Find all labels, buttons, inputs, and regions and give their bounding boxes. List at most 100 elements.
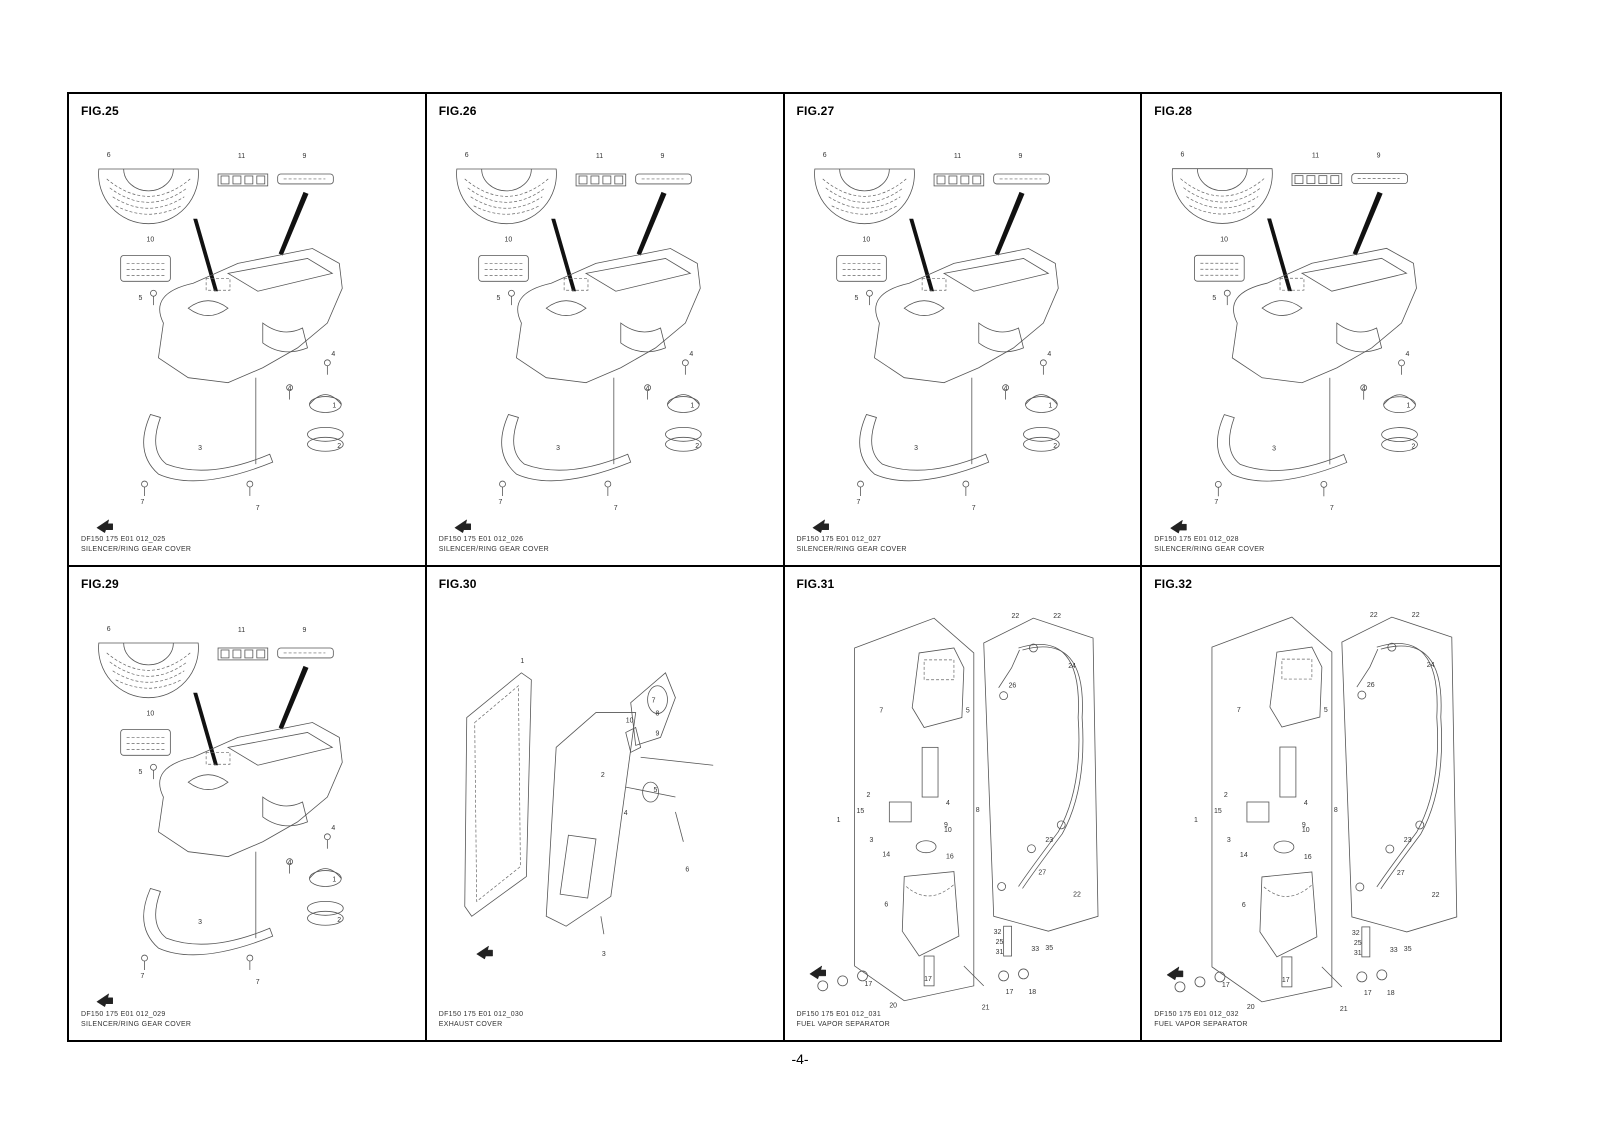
part-callout-number: 4 xyxy=(331,351,335,358)
front-arrow-icon xyxy=(454,519,471,534)
part-callout-number: 7 xyxy=(1237,707,1241,714)
decal-fan-text xyxy=(828,196,900,209)
grommet-dome xyxy=(309,394,342,405)
front-arrow-shape xyxy=(96,993,113,1008)
decal-fan-inner xyxy=(1197,168,1248,191)
front-arrow-shape xyxy=(454,519,471,534)
warning-label xyxy=(575,173,626,187)
part-callout-number: 11 xyxy=(596,153,603,160)
bracket xyxy=(1246,801,1270,823)
caution-label xyxy=(835,255,887,282)
part-callout-number: 15 xyxy=(856,808,864,815)
product-label xyxy=(635,173,692,185)
part-callout-number: 14 xyxy=(882,852,890,859)
warning-label-icon xyxy=(1318,175,1328,185)
bolt xyxy=(865,289,873,297)
figure-code: DF150 175 E01 012_032 xyxy=(1154,1011,1239,1018)
bolt-short xyxy=(674,811,684,842)
fitting xyxy=(1376,969,1388,981)
part-callout-number: 17 xyxy=(924,976,932,983)
warning-label-icon xyxy=(1330,175,1340,185)
silencer-duct xyxy=(977,322,1024,353)
part-callout-number: 11 xyxy=(238,153,245,160)
front-arrow-icon xyxy=(475,945,493,960)
warning-label-icon xyxy=(232,175,242,185)
part-callout-number: 7 xyxy=(614,505,618,512)
part-callout-number: 5 xyxy=(139,769,143,776)
part-callout-number: 6 xyxy=(884,901,888,908)
part-callout-number: 1 xyxy=(836,817,840,824)
part-callout-number: 25 xyxy=(1354,940,1362,947)
silencer-cover xyxy=(158,722,343,858)
part-callout-number: 10 xyxy=(625,718,633,725)
decal-fan-text xyxy=(1180,178,1265,197)
part-callout-number: 1 xyxy=(332,403,336,410)
part-callout-number: 24 xyxy=(1068,663,1076,670)
part-callout-number: 1 xyxy=(1048,403,1052,410)
warning-label-icon xyxy=(256,175,266,185)
warning-label-icon xyxy=(936,175,945,185)
part-callout-number: 4 xyxy=(1047,351,1051,358)
part-callout-number: 21 xyxy=(981,1005,989,1012)
part-callout-number: 6 xyxy=(685,867,689,874)
part-callout-number: 2 xyxy=(337,917,341,924)
decal-fan xyxy=(1172,168,1273,224)
decal-fan-text xyxy=(109,661,188,677)
part-callout-number: 10 xyxy=(504,237,512,244)
part-callout-number: 31 xyxy=(1354,950,1362,957)
figure-title: FIG.27 xyxy=(796,104,835,118)
silencer-intake xyxy=(545,300,587,316)
gasket-ring xyxy=(1273,840,1295,854)
separator-tank xyxy=(1259,871,1318,958)
part-callout-number: 8 xyxy=(1334,807,1338,814)
part-callout-number: 9 xyxy=(1018,153,1022,160)
leader-wedge xyxy=(278,665,309,730)
part-callout-number: 5 xyxy=(496,295,500,302)
part-callout-number: 27 xyxy=(1038,870,1046,877)
hose-clamp xyxy=(1415,820,1425,830)
caution-label xyxy=(120,729,171,756)
bolt xyxy=(1320,480,1328,488)
warning-label-icon xyxy=(256,649,266,659)
figure-code: DF150 175 E01 012_027 xyxy=(796,536,882,543)
return-hose xyxy=(997,649,1020,688)
warning-label-icon xyxy=(948,175,957,185)
part-callout-number: 10 xyxy=(147,237,155,244)
part-callout-number: 32 xyxy=(993,929,1001,936)
front-arrow-icon xyxy=(1166,966,1184,981)
seal-ring xyxy=(307,910,344,926)
decal-fan xyxy=(813,168,915,225)
part-callout-number: 10 xyxy=(862,237,870,244)
part-callout-number: 22 xyxy=(1412,612,1420,619)
bolt xyxy=(507,289,515,297)
bolt xyxy=(323,833,331,841)
bolt xyxy=(856,480,864,488)
hose-clamp xyxy=(1028,643,1038,653)
silencer-grille xyxy=(563,277,589,291)
caution-label xyxy=(478,255,529,282)
part-callout-number: 1 xyxy=(1194,817,1198,824)
fitting xyxy=(997,970,1009,982)
silencer-grille xyxy=(921,277,946,291)
separator-tank-detail xyxy=(1263,884,1313,897)
decal-fan-text xyxy=(470,196,543,209)
grommet-dome xyxy=(666,394,700,405)
warning-label-icon xyxy=(220,649,230,659)
leader-wedge xyxy=(908,218,934,292)
part-callout-number: 10 xyxy=(1302,827,1310,834)
figure-caption: FUEL VAPOR SEPARATOR xyxy=(796,1021,891,1028)
part-callout-number: 7 xyxy=(141,973,145,980)
decal-fan-text xyxy=(106,652,191,671)
part-callout-number: 5 xyxy=(1324,707,1328,714)
grommet xyxy=(1024,396,1058,413)
seal-ring xyxy=(307,436,344,452)
